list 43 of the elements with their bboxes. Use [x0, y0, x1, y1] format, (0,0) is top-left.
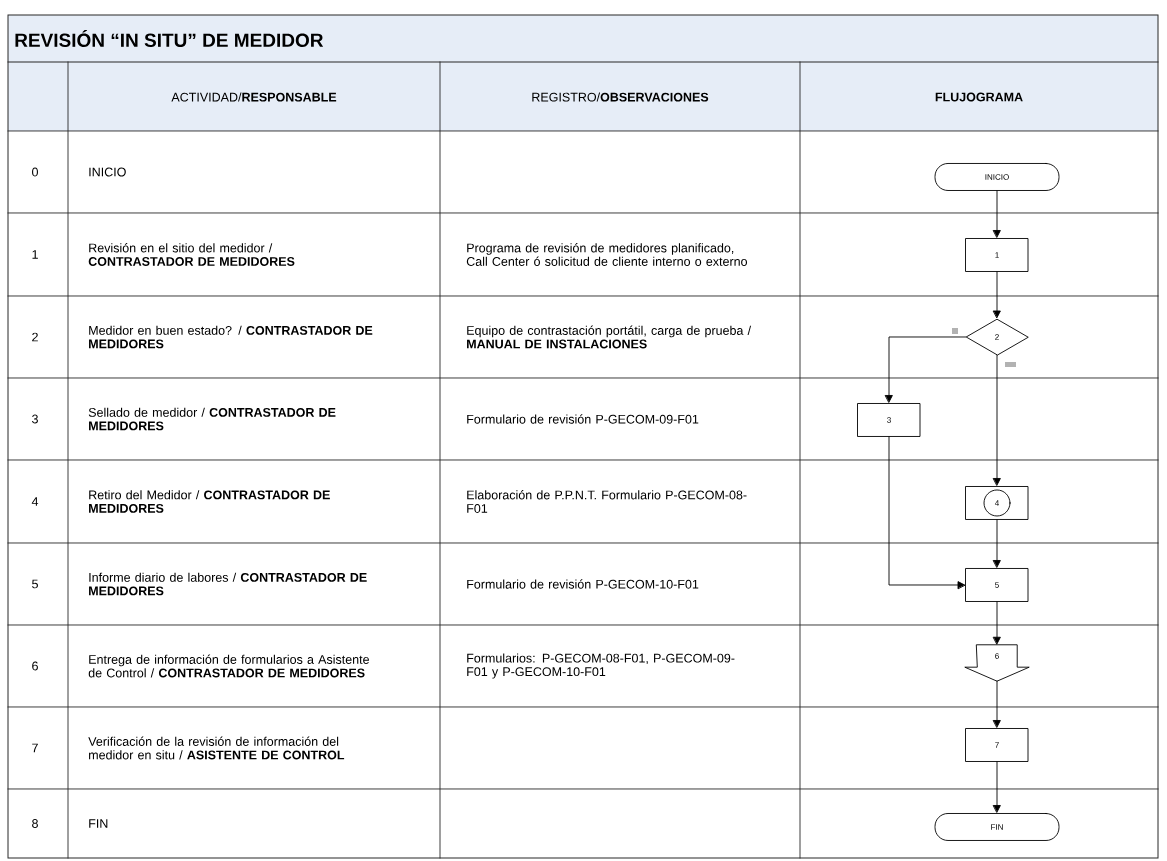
arrow: [993, 355, 1001, 486]
step-number: 4: [31, 497, 39, 506]
column-header: FLUJOGRAMA: [935, 92, 1023, 102]
arrow: [888, 436, 965, 589]
cell-text: Informe diario de labores / CONTRASTADOR DE MEDIDORES: [89, 572, 367, 596]
column-header: ACTIVIDAD/RESPONSABLE: [171, 92, 337, 102]
cell-text: Retiro del Medidor / CONTRASTADOR DE MEDIDORES: [89, 490, 330, 513]
process-box: 4: [965, 486, 1029, 520]
cell-text: Formulario de revisión P-GECOM-09-F01: [467, 414, 699, 424]
cell-text: Medidor en buen estado? / CONTRASTADOR DE MEDIDORES: [89, 325, 373, 349]
process-box: 5: [965, 568, 1029, 602]
step-number: 3: [32, 414, 38, 424]
step-number: 1: [32, 250, 38, 259]
cell-text: INICIO: [89, 167, 126, 177]
arrow: [885, 336, 966, 403]
cell-text: Elaboración de P.P.N.T. Formulario P-GECOM-08-F01: [467, 490, 747, 513]
step-number: 8: [32, 819, 38, 828]
cell-text: Revisión en el sitio del medidor / CONTRASTADOR DE MEDIDORES: [88, 243, 295, 266]
cell-text: Verificación de la revisión de información del medidor en situ / ASISTENTE DE CONTROL: [88, 736, 345, 760]
process-box: 3: [857, 403, 921, 437]
process-box: 1: [965, 238, 1029, 272]
arrow: [993, 190, 1001, 238]
step-number: 7: [32, 743, 38, 753]
arrow: [993, 519, 1001, 568]
cell-text: Programa de revisión de medidores planificado, Call Center ó solicitud de cliente interno o externo: [466, 243, 747, 266]
table-title: REVISIÓN “IN SITU” DE MEDIDOR: [15, 30, 324, 47]
process-box: 7: [965, 728, 1029, 762]
cell-text: Equipo de contrastación portátil, carga de prueba / MANUAL DE INSTALACIONES: [467, 325, 752, 349]
cell-text: FIN: [89, 819, 108, 828]
step-number: 5: [32, 579, 38, 589]
arrow: [993, 761, 1001, 813]
arrow: [993, 601, 1001, 645]
cell-text: Formulario de revisión P-GECOM-10-F01: [467, 579, 699, 589]
step-number: 0: [32, 167, 38, 177]
offpage-connector: 6: [964, 644, 1030, 682]
cell-text: Entrega de información de formularios a Asistente de Control / CONTRASTADOR DE MEDIDORES: [88, 654, 369, 678]
arrow: [993, 271, 1001, 318]
column-header: REGISTRO/OBSERVACIONES: [532, 92, 709, 102]
arrow: [993, 680, 1001, 728]
cell-text: Formularios: P-GECOM-08-F01, P-GECOM-09-F01 y P-GECOM-10-F01: [467, 653, 735, 679]
step-number: 6: [32, 661, 38, 671]
cell-text: Sellado de medidor / CONTRASTADOR DE MEDIDORES: [88, 407, 336, 431]
step-number: 2: [32, 332, 38, 342]
